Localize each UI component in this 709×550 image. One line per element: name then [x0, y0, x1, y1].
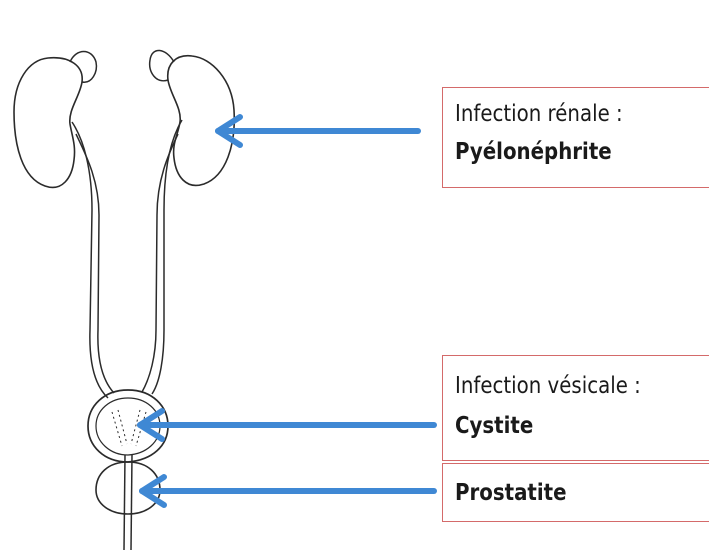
- bladder-infection-heading: Infection vésicale :: [455, 370, 673, 402]
- left-adrenal-gland: [70, 52, 96, 83]
- bladder-trigone-left: [112, 412, 122, 446]
- pyelonephritis-term: Pyélonéphrite: [455, 136, 673, 168]
- urethra-left: [124, 455, 125, 550]
- right-ureter-inner: [142, 134, 178, 392]
- urethra-right: [131, 455, 132, 550]
- kidney-infection-label: Infection rénale : Pyélonéphrite: [442, 87, 709, 188]
- arrow-bladder: [140, 411, 434, 439]
- prostatitis-term: Prostatite: [455, 477, 673, 509]
- cystitis-term: Cystite: [455, 410, 673, 442]
- left-ureter: [72, 122, 108, 398]
- bladder-infection-label: Infection vésicale : Cystite: [442, 355, 709, 461]
- left-ureter-inner: [76, 134, 114, 393]
- right-kidney: [168, 56, 235, 186]
- bladder-trigone-left-2: [118, 410, 127, 444]
- kidney-infection-heading: Infection rénale :: [455, 98, 673, 130]
- arrow-prostate: [142, 477, 434, 505]
- prostate-infection-label: Prostatite: [442, 463, 709, 522]
- arrow-kidney: [218, 117, 418, 145]
